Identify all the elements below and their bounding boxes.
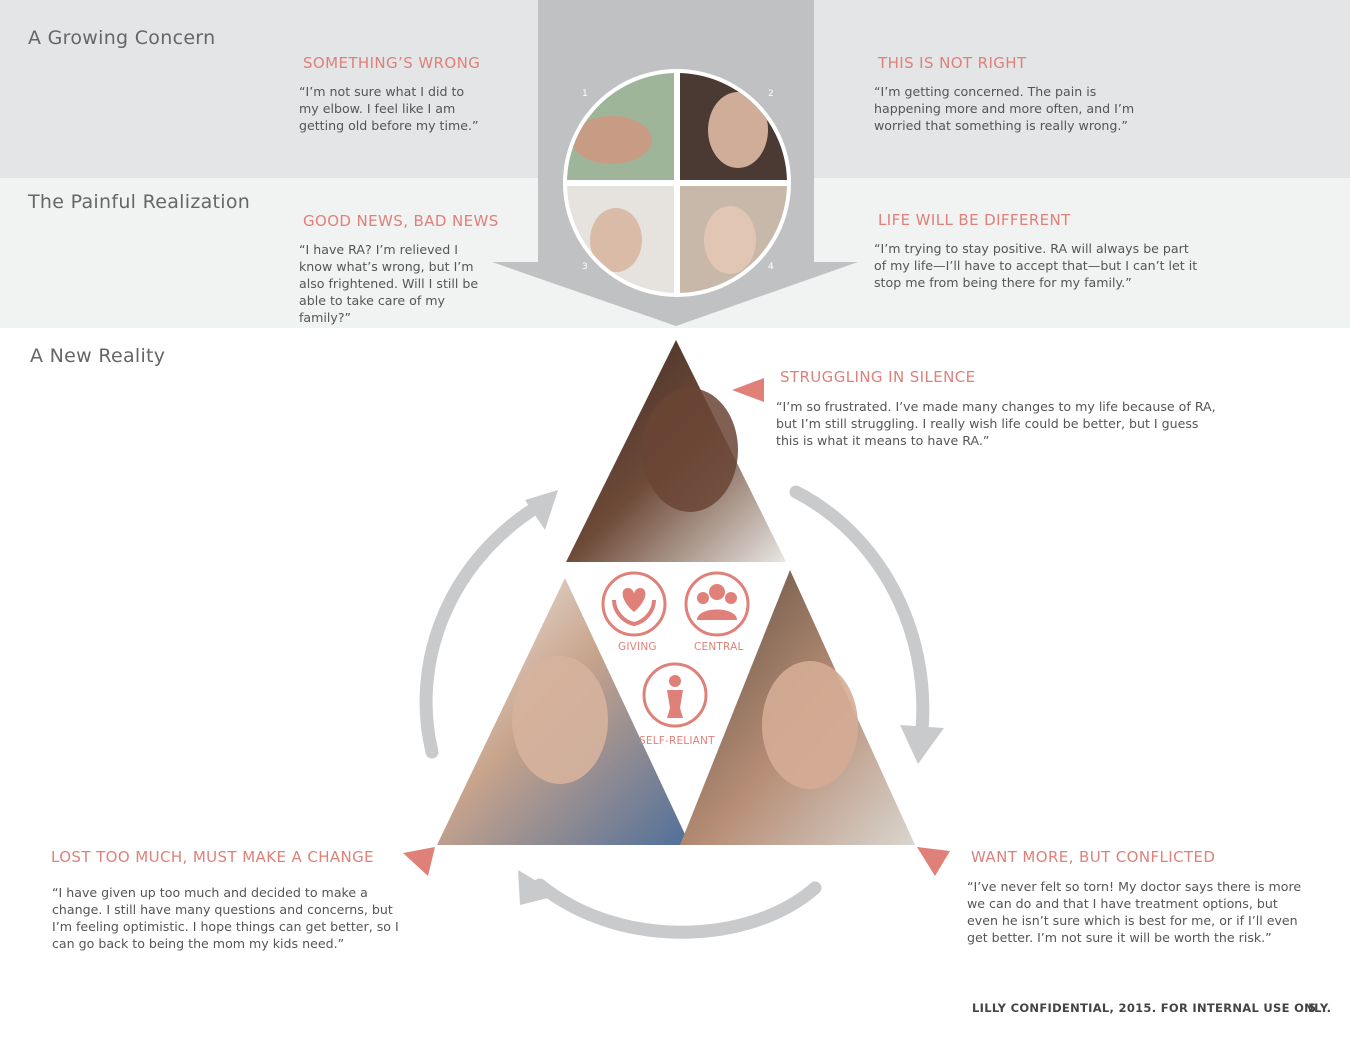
stage-quote-somethings-wrong: “I’m not sure what I did to my elbow. I … — [299, 84, 479, 133]
footer-confidential: LILLY CONFIDENTIAL, 2015. FOR INTERNAL U… — [972, 1001, 1332, 1015]
cycle-arrow-head-bottom — [518, 870, 560, 905]
circle-number-1: 1 — [582, 89, 588, 99]
section-title-painful-realization: The Painful Realization — [28, 191, 251, 213]
stage-heading-good-news-bad-news: GOOD NEWS, BAD NEWS — [303, 212, 499, 230]
stage-quote-lost-too-much: “I have given up too much and decided to… — [52, 885, 399, 951]
stage-heading-life-will-be-different: LIFE WILL BE DIFFERENT — [878, 211, 1071, 229]
heart-hands-icon — [601, 571, 667, 637]
circle-number-3: 3 — [582, 262, 588, 272]
stage-heading-struggling-in-silence: STRUGGLING IN SILENCE — [780, 368, 976, 386]
trait-label-central: CENTRAL — [694, 641, 744, 653]
stage-heading-want-more: WANT MORE, BUT CONFLICTED — [971, 848, 1216, 866]
cycle-arrow-head-right — [900, 725, 944, 764]
section-title-new-reality: A New Reality — [30, 345, 166, 367]
stage-heading-somethings-wrong: SOMETHING’S WRONG — [303, 54, 481, 72]
group-people-icon — [684, 571, 750, 637]
photo-circle — [563, 69, 791, 297]
stage-quote-not-right: “I’m getting concerned. The pain is happ… — [874, 84, 1135, 133]
stage-heading-not-right: THIS IS NOT RIGHT — [878, 54, 1027, 72]
page-number: 5 — [1308, 1001, 1317, 1015]
stage-quote-good-news-bad-news: “I have RA? I’m relieved I know what’s w… — [299, 242, 479, 325]
cycle-arrow-head-left — [525, 490, 558, 530]
triangle-struggling-photo — [566, 340, 786, 562]
cycle-arrows — [419, 485, 930, 939]
section-title-growing-concern: A Growing Concern — [28, 27, 216, 49]
pointer-struggling — [732, 378, 764, 402]
pointer-lost — [403, 847, 435, 876]
circle-number-4: 4 — [768, 262, 774, 272]
triangle-lost-photo — [437, 578, 690, 845]
stage-heading-lost-too-much: LOST TOO MUCH, MUST MAKE A CHANGE — [51, 848, 375, 866]
stage-quote-want-more: “I’ve never felt so torn! My doctor says… — [967, 879, 1302, 945]
stage-quote-life-will-be-different: “I’m trying to stay positive. RA will al… — [874, 241, 1198, 290]
circle-number-2: 2 — [768, 89, 774, 99]
triangle-conflicted-photo — [680, 570, 915, 845]
pointer-conflicted — [917, 847, 950, 876]
trait-label-self-reliant: SELF-RELIANT — [639, 735, 715, 747]
person-silhouette-icon — [642, 662, 708, 728]
stage-quote-struggling-in-silence: “I’m so frustrated. I’ve made many chang… — [776, 399, 1216, 448]
trait-label-giving: GIVING — [618, 641, 657, 653]
